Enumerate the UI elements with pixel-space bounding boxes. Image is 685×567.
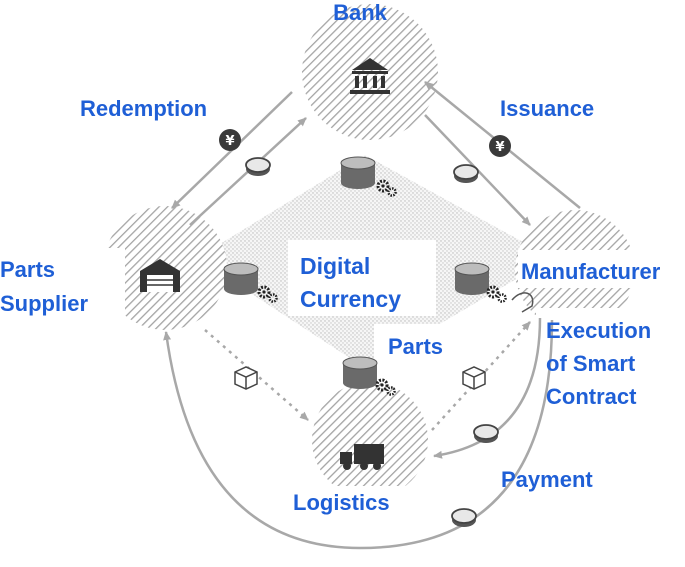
coin-icon [453,164,479,184]
parts-supplier-label-line2: Supplier [0,291,88,316]
smart-contract-hook [511,292,534,313]
manufacturer-to-logistics-payment-arrow [433,317,542,459]
parts-supplier-label-line1: Parts [0,257,55,282]
coin-icon [451,508,477,528]
logistics-label: Logistics [293,490,390,515]
database-icon [223,262,259,296]
supplier-to-logistics-arrow [204,329,309,421]
parts-label: Parts [388,334,443,359]
database-icon [454,262,490,296]
smart-contract-label-line2: of Smart [546,351,636,376]
logistics-node [312,382,428,498]
redemption-label: Redemption [80,96,207,121]
database-icon [340,156,376,190]
coin-icon [473,424,499,444]
payment-label: Payment [501,467,593,492]
bank-label: Bank [333,0,388,25]
coin-icon [245,157,271,177]
bank-icon [350,58,390,94]
smart-contract-label-line1: Execution [546,318,651,343]
database-icon [342,356,378,390]
package-icon [234,366,258,390]
issuance-label: Issuance [500,96,594,121]
package-icon [462,366,486,390]
yen-coin-icon [489,135,511,157]
payment-loop-arrow [163,319,554,550]
truck-icon [340,444,384,470]
digital-currency-label-line1: Digital [300,253,370,279]
warehouse-icon [140,259,180,292]
smart-contract-label-line3: Contract [546,384,637,409]
yen-coin-icon [219,129,241,151]
manufacturer-label: Manufacturer [521,259,661,284]
digital-currency-label-line2: Currency [300,286,401,312]
